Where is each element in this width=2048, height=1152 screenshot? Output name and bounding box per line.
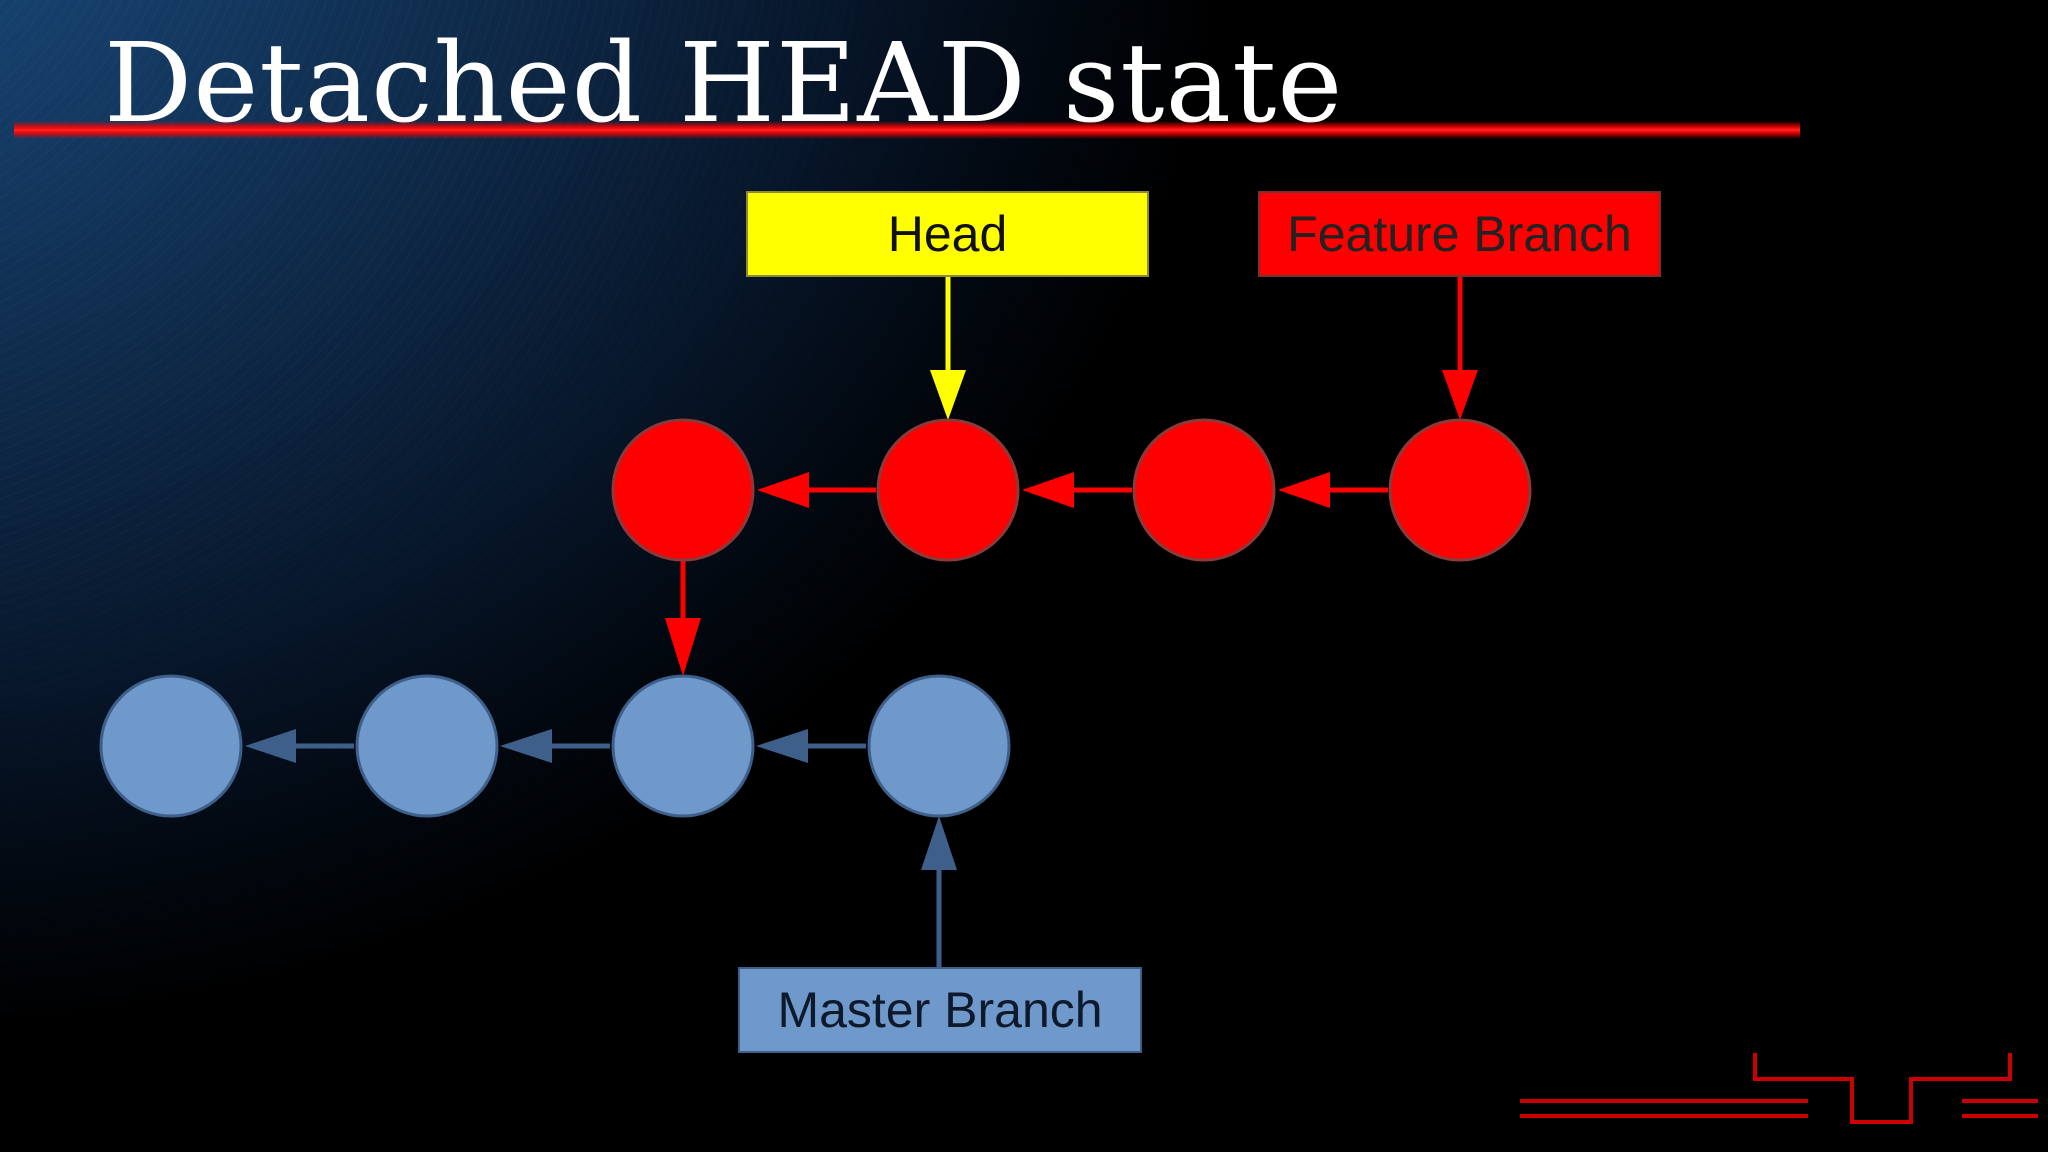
title-underline (14, 121, 1800, 139)
feature-commit (1132, 418, 1276, 562)
master-commit (99, 674, 243, 818)
head-pointer-arrow (930, 277, 966, 420)
master-commit (867, 674, 1011, 818)
master-commit-link (756, 729, 866, 763)
master-branch-label: Master Branch (738, 967, 1142, 1053)
master-commit-link (245, 729, 354, 763)
feature-pointer-arrow (1442, 277, 1478, 420)
feature-commit (611, 418, 755, 562)
master-commit-link (500, 729, 610, 763)
master-commit (611, 674, 755, 818)
master-commit (355, 674, 499, 818)
feature-commit-link (757, 472, 876, 508)
head-label: Head (746, 191, 1149, 277)
feature-commit (876, 418, 1020, 562)
feature-branch-label: Feature Branch (1258, 191, 1661, 277)
feature-commit-link (1022, 472, 1132, 508)
branch-off-link (665, 558, 701, 676)
feature-commit (1388, 418, 1532, 562)
master-pointer-arrow (921, 816, 957, 967)
feature-commit-link (1278, 472, 1388, 508)
